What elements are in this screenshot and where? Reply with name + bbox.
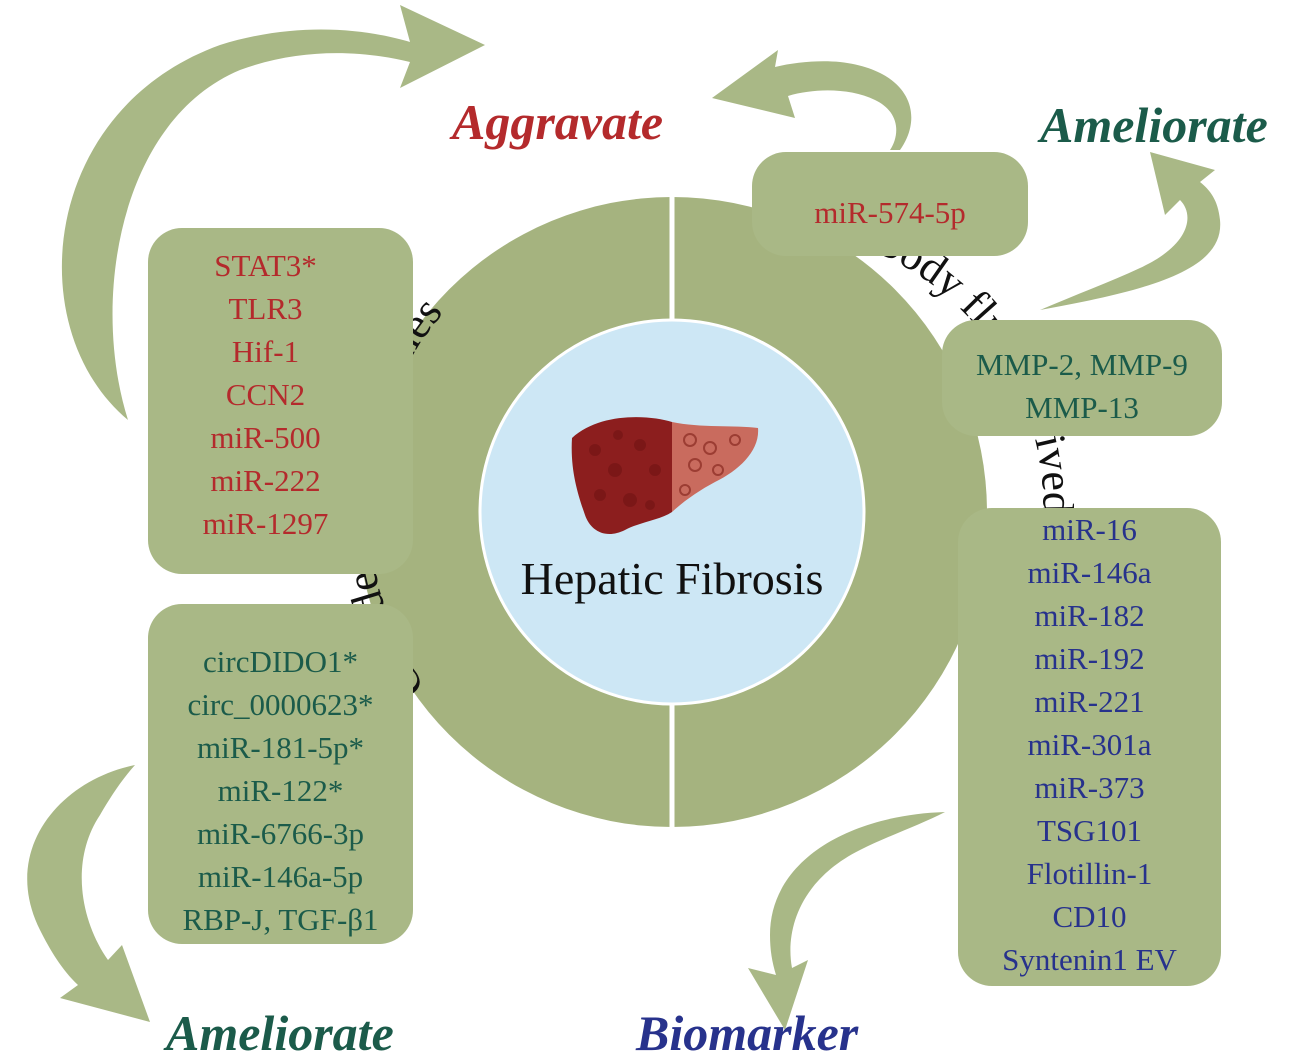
- fluid-biomarker-item: miR-221: [1034, 684, 1145, 719]
- fluid-aggravate-box: [752, 152, 1028, 256]
- fluid-biomarker-item: miR-182: [1034, 598, 1145, 633]
- cell-aggravate-item: STAT3*: [214, 248, 317, 283]
- center-label: Hepatic Fibrosis: [520, 553, 824, 604]
- fluid-biomarker-item: miR-373: [1034, 770, 1145, 805]
- fluid-aggravate-item: miR-574-5p: [814, 195, 966, 230]
- cell-ameliorate-item: circDIDO1*: [203, 644, 358, 679]
- cell-aggravate-item: miR-500: [210, 420, 321, 455]
- fluid-biomarker-item: Syntenin1 EV: [1002, 942, 1177, 977]
- cell-aggravate-item: miR-222: [210, 463, 321, 498]
- fluid-ameliorate-item: MMP-13: [1025, 390, 1139, 425]
- liver-icon: [571, 417, 759, 535]
- ameliorate-bottom-label: Ameliorate: [166, 1005, 394, 1061]
- cell-aggravate-item: TLR3: [228, 291, 303, 326]
- cell-ameliorate-item: miR-6766-3p: [196, 816, 365, 851]
- fluid-biomarker-list: miR-16 miR-146a miR-182 miR-192 miR-221 miR-3…: [958, 508, 1221, 981]
- fluid-ameliorate-box: [942, 320, 1222, 436]
- cell-ameliorate-item: miR-122*: [217, 773, 344, 808]
- biomarker-label: Biomarker: [636, 1005, 859, 1061]
- cell-ameliorate-item: RBP-J, TGF-β1: [182, 902, 379, 937]
- fluid-ameliorate-item: MMP-2, MMP-9: [976, 347, 1188, 382]
- cell-aggravate-box: [148, 228, 413, 574]
- arrow-to-aggravate-left: [61, 5, 485, 420]
- cell-ameliorate-item: miR-146a-5p: [197, 859, 364, 894]
- ameliorate-top-label: Ameliorate: [1040, 97, 1268, 153]
- arrow-to-ameliorate-bottom: [27, 765, 150, 1022]
- fluid-biomarker-item: miR-192: [1034, 641, 1145, 676]
- fluid-biomarker-item: miR-301a: [1027, 727, 1152, 762]
- arrow-to-biomarker: [748, 812, 945, 1030]
- cell-ameliorate-list: circDIDO1* circ_0000623* miR-181-5p* miR-12…: [148, 640, 413, 941]
- arrow-to-ameliorate-top: [1040, 152, 1221, 310]
- fluid-biomarker-item: Flotillin-1: [1026, 856, 1153, 891]
- cell-ameliorate-box: [148, 604, 413, 944]
- arrow-to-aggravate-right: [712, 50, 912, 150]
- fluid-aggravate-list: miR-574-5p: [752, 191, 1028, 234]
- fluid-biomarker-box: [958, 508, 1221, 986]
- cell-aggravate-item: Hif-1: [231, 334, 300, 369]
- cell-ameliorate-item: miR-181-5p*: [196, 730, 365, 765]
- fluid-biomarker-item: CD10: [1052, 899, 1127, 934]
- cell-ameliorate-item: circ_0000623*: [187, 687, 374, 722]
- cell-aggravate-item: miR-1297: [202, 506, 329, 541]
- fluid-biomarker-item: TSG101: [1036, 813, 1143, 848]
- cell-aggravate-item: CCN2: [225, 377, 306, 412]
- fluid-biomarker-item: miR-146a: [1027, 555, 1152, 590]
- fluid-biomarker-item: miR-16: [1042, 512, 1137, 547]
- aggravate-label: Aggravate: [452, 94, 664, 150]
